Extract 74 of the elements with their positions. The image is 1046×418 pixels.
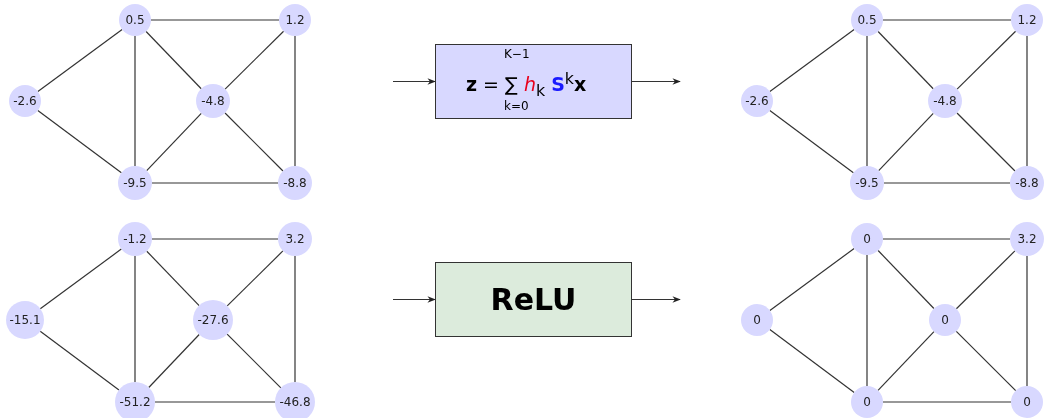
filter-box	[435, 44, 632, 119]
value-circle: 0.5	[851, 4, 883, 36]
graph-edge	[134, 35, 136, 167]
activation-box	[435, 262, 632, 337]
value-circle: 0.5	[119, 4, 151, 36]
arrow	[392, 296, 436, 303]
value-circle: -2.6	[9, 85, 41, 117]
value-circle: -9.5	[850, 166, 884, 200]
value-circle: 0	[741, 304, 773, 336]
graph-edge	[37, 109, 122, 174]
graph-edge	[39, 248, 122, 310]
graph-edge	[39, 330, 120, 391]
value-circle: -15.1	[6, 301, 44, 339]
value-circle: 0	[929, 304, 961, 336]
graph-edge	[37, 28, 123, 93]
graph-edge	[769, 328, 855, 394]
graph-edge	[883, 182, 1011, 184]
graph-edge	[866, 35, 868, 167]
graph-edge	[151, 182, 279, 184]
arrow	[392, 78, 436, 85]
graph-edge	[866, 254, 868, 387]
value-circle: -2.6	[741, 85, 773, 117]
value-circle: -9.5	[118, 166, 152, 200]
graph-edge	[882, 401, 1012, 403]
activation-label: ReLU	[490, 282, 577, 317]
graph-edge	[226, 333, 282, 389]
value-circle: -27.6	[193, 300, 233, 340]
value-circle: 0	[851, 386, 883, 418]
arrow	[631, 296, 681, 303]
graph-edge	[955, 330, 1017, 392]
graph-edge	[955, 250, 1016, 310]
graph-edge	[956, 30, 1017, 90]
value-circle: -51.2	[115, 382, 155, 418]
value-circle: -4.8	[928, 84, 962, 118]
value-circle: -8.8	[1010, 166, 1044, 200]
graph-edge	[769, 28, 855, 93]
value-circle: 3.2	[1010, 222, 1044, 256]
graph-edge	[877, 331, 935, 391]
graph-edge	[294, 35, 296, 167]
graph-edge	[154, 401, 276, 403]
graph-edge	[150, 19, 280, 21]
graph-edge	[224, 30, 285, 90]
graph-edge	[294, 255, 296, 383]
value-circle: 0	[851, 223, 883, 255]
graph-edge	[769, 109, 854, 174]
value-circle: -8.8	[278, 166, 312, 200]
value-circle: -1.2	[118, 222, 152, 256]
value-circle: 1.2	[1011, 4, 1043, 36]
graph-edge	[878, 112, 934, 172]
graph-edge	[877, 249, 935, 310]
graph-edge	[145, 30, 202, 90]
graph-edge	[882, 238, 1011, 240]
graph-edge	[134, 255, 136, 383]
upper-limit: K−1	[504, 47, 530, 61]
value-circle: 1.2	[279, 4, 311, 36]
lower-limit: k=0	[504, 99, 529, 113]
graph-edge	[882, 19, 1012, 21]
graph-edge	[769, 247, 855, 312]
graph-edge	[146, 112, 202, 172]
formula: z = ∑ h$_{k}$ S$^{k}$x	[466, 69, 587, 101]
graph-edge	[956, 112, 1016, 172]
graph-edge	[146, 250, 200, 307]
graph-edge	[224, 112, 284, 172]
graph-edge	[1026, 255, 1028, 387]
graph-edge	[877, 30, 934, 90]
value-circle: -46.8	[275, 382, 315, 418]
value-circle: 0	[1011, 386, 1043, 418]
arrow	[631, 78, 681, 85]
graph-edge	[226, 250, 284, 307]
graph-edge	[151, 238, 279, 240]
value-circle: -4.8	[196, 84, 230, 118]
graph-edge	[1026, 35, 1028, 167]
graph-edge	[148, 333, 200, 389]
value-circle: 3.2	[278, 222, 312, 256]
